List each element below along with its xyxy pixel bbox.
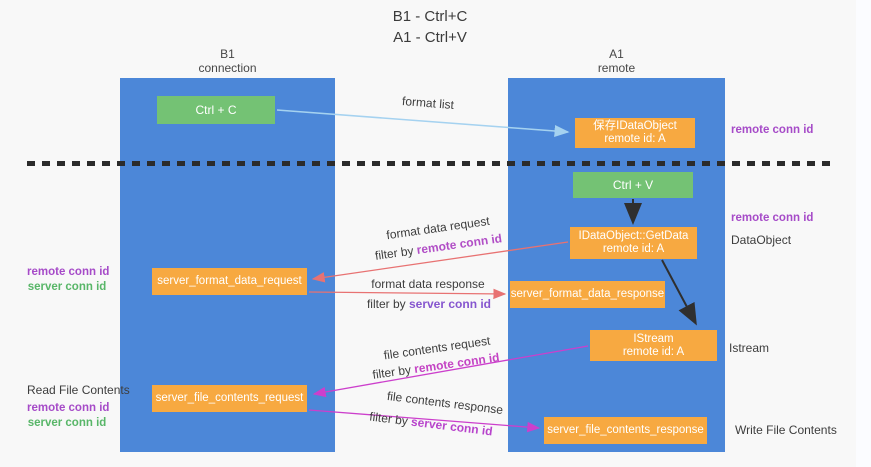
node-istream-line2: remote id: A — [622, 345, 685, 358]
left-column-title: B1 — [220, 47, 235, 61]
annotation-read-file-contents: Read File Contents — [27, 383, 130, 397]
title-line-1: B1 - Ctrl+C — [392, 8, 468, 25]
node-save-dataobject-line1: 保存IDataObject — [593, 120, 677, 132]
node-istream-line1: IStream — [633, 332, 674, 345]
node-server-file-contents-response-label: server_file_contents_response — [547, 424, 704, 436]
arrow-format-data-response — [308, 288, 507, 300]
annotation-dataobject: DataObject — [731, 233, 792, 247]
annotation-remote-conn-id-top: remote conn id — [731, 124, 814, 136]
right-column-subtitle: remote — [597, 61, 636, 75]
title-line-2: A1 - Ctrl+V — [393, 29, 467, 46]
page-edge-strip — [856, 0, 871, 467]
left-column-subtitle: connection — [198, 61, 257, 75]
right-column-header: A1 remote — [508, 47, 725, 75]
diagram-title: B1 - Ctrl+C A1 - Ctrl+V — [0, 6, 860, 48]
node-idataobject-getdata: IDataObject::GetData remote id: A — [570, 227, 697, 259]
node-istream: IStream remote id: A — [590, 330, 717, 361]
node-server-file-contents-request-label: server_file_contents_request — [155, 392, 304, 404]
node-server-format-data-response-label: server_format_data_response — [510, 288, 665, 300]
node-ctrl-v: Ctrl + V — [573, 172, 693, 198]
annotation-remote-conn-id-mid: remote conn id — [731, 212, 814, 224]
node-idataobject-getdata-line2: remote id: A — [602, 243, 665, 255]
annotation-istream: Istream — [729, 341, 770, 355]
node-server-file-contents-request: server_file_contents_request — [152, 385, 307, 412]
label-filter-server-conn-1: filter by server conn id — [356, 297, 502, 311]
annotation-left-server-conn-id-2: server conn id — [27, 417, 107, 429]
filter-prefix-1: filter by — [374, 243, 418, 263]
left-column-header: B1 connection — [120, 47, 335, 75]
node-ctrl-c: Ctrl + C — [157, 96, 275, 124]
annotation-write-file-contents: Write File Contents — [735, 423, 837, 437]
label-format-data-response: format data response — [371, 277, 485, 291]
filter-prefix-2: filter by — [366, 297, 409, 311]
node-ctrl-c-label: Ctrl + C — [195, 102, 237, 117]
node-save-dataobject-line2: remote id: A — [604, 133, 666, 145]
node-idataobject-getdata-line1: IDataObject::GetData — [578, 230, 689, 242]
annotation-left-remote-conn-id-2: remote conn id — [27, 402, 110, 414]
filter-id-2: server conn id — [408, 297, 492, 311]
annotation-left-remote-conn-id-1: remote conn id — [27, 266, 110, 278]
filter-prefix-4: filter by — [368, 409, 412, 429]
node-server-file-contents-response: server_file_contents_response — [544, 417, 707, 444]
right-column-title: A1 — [609, 47, 624, 61]
annotation-left-server-conn-id-1: server conn id — [27, 281, 107, 293]
filter-prefix-3: filter by — [371, 362, 416, 382]
node-server-format-data-response: server_format_data_response — [510, 281, 665, 308]
node-ctrl-v-label: Ctrl + V — [612, 177, 654, 192]
filter-id-4: server conn id — [410, 414, 494, 439]
node-server-format-data-request-label: server_format_data_request — [157, 275, 302, 287]
label-format-list: format list — [401, 93, 455, 113]
node-server-format-data-request: server_format_data_request — [152, 268, 307, 295]
node-save-dataobject: 保存IDataObject remote id: A — [575, 118, 695, 148]
